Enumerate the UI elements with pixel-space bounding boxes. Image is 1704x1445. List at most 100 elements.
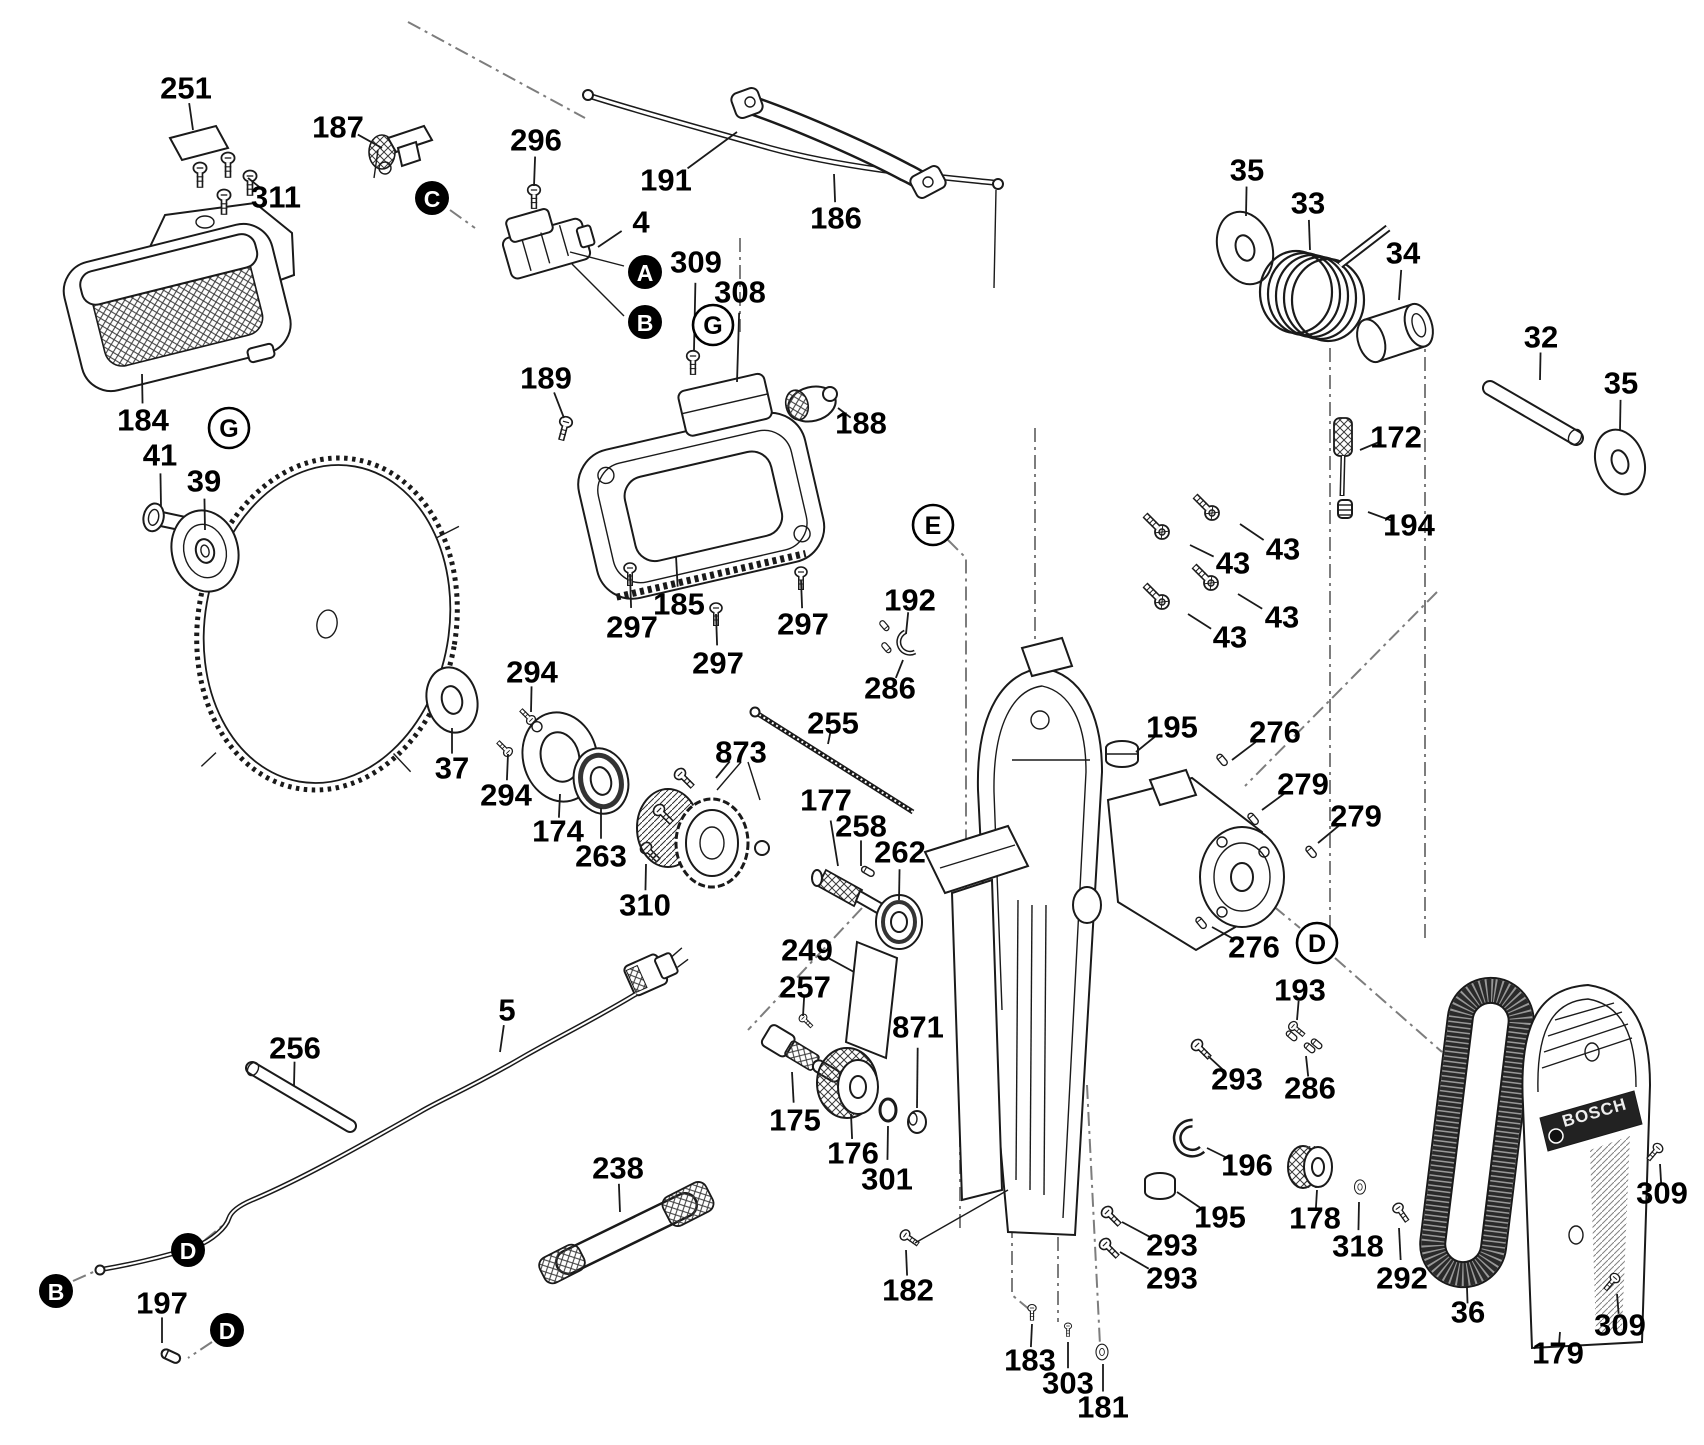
part-number-label: 293 [1146,1228,1198,1263]
leader-line [715,613,718,646]
leader-line [629,573,632,608]
part-number-label: 309 [670,245,722,280]
leader-line [1359,440,1381,451]
ref-marker-circle [628,255,662,289]
bearing-262 [875,894,923,950]
washer-35-right [1594,428,1646,496]
ref-marker-letter: A [637,260,654,286]
ref-marker-A: A [628,255,662,289]
part-number-label: 177 [800,783,852,818]
leader-line [558,793,561,818]
leader-line [905,1249,908,1276]
part-number-label: 195 [1194,1200,1246,1235]
fan-rotor-873 [636,761,770,889]
leader-line [905,612,910,635]
screw-293b [1099,1204,1124,1229]
screw-183 [1028,1305,1036,1321]
part-number-label: 301 [861,1162,913,1197]
saw-blade [194,455,460,793]
part-number-label: 32 [1524,320,1558,355]
leader-line [1245,186,1248,217]
part-number-label: 262 [874,835,926,870]
part-number-label: 297 [777,607,829,642]
leader-line [293,1061,296,1087]
nut-181 [1095,1343,1109,1361]
leader-line [687,131,738,170]
table-insert-251 [168,124,230,162]
washer-35-left [1215,210,1275,286]
part-number-label: 195 [1146,710,1198,745]
ref-marker-letter: B [48,1279,65,1305]
part-number-label: 4 [632,205,650,240]
leader-line [618,1183,621,1213]
carry-handle-184 [62,201,296,393]
leader-line [1367,511,1391,522]
part-number-label: 255 [807,706,859,741]
screw-303 [1062,1321,1074,1339]
leader-line [715,760,731,779]
part-number-label: 35 [1604,366,1638,401]
leader-line [1296,1000,1300,1021]
part-number-label: 186 [810,201,862,236]
part-number-label: 258 [835,809,887,844]
rod-255 [749,706,915,815]
spring-33 [1258,224,1391,343]
roller-178 [1287,1145,1333,1189]
part-number-label: 311 [251,180,301,215]
bolt-43b [1140,510,1172,542]
part-number-label: 263 [575,839,627,874]
part-number-label: 303 [1042,1366,1094,1401]
ref-marker-circle [911,503,955,547]
part-number-label: 33 [1291,186,1325,221]
ref-marker-letter: D [1308,930,1326,958]
thumb-screw-172 [1333,417,1353,497]
screw-257 [798,1013,815,1030]
leader-line [1308,219,1311,251]
leader-line [1616,1293,1620,1314]
ref-marker-B: B [628,305,662,339]
grommet-195-bottom [1144,1172,1176,1200]
part-number-label: 309 [1594,1308,1646,1343]
ref-marker-circle [39,1274,73,1308]
part-number-label: 194 [1383,508,1435,543]
pin-197 [159,1346,183,1366]
leader-line [827,957,855,973]
power-cord-5 [94,947,689,1276]
part-number-label: 238 [592,1151,644,1186]
part-number-label: 276 [1249,715,1301,750]
leader-line [916,1047,919,1109]
leader-line [1030,1323,1033,1348]
part-number-label: 308 [714,275,766,310]
part-number-label: 184 [117,403,169,438]
leader-line [837,407,852,419]
bolt-43a [1190,491,1222,523]
leader-line [675,555,679,587]
part-number-label: 197 [136,1286,188,1321]
leader-line [1231,741,1257,761]
part-number-label: 286 [864,671,916,706]
bolt-43d [1140,580,1172,612]
part-number-label: 310 [619,888,671,923]
bearing-263 [572,747,630,815]
leader-line [850,1113,853,1139]
clamp-187 [368,124,434,179]
ref-marker-letter: E [925,512,942,540]
leader-line [1207,1055,1225,1072]
leader-line [188,102,194,131]
leader-line [506,753,509,781]
part-number-label: 257 [779,970,831,1005]
ref-marker-circle [691,303,735,347]
part-number-label: 5 [498,993,515,1028]
part-number-label: 43 [1213,620,1247,655]
part-number-label: 172 [1370,420,1422,455]
leader-line [829,820,839,867]
part-number-label: 279 [1330,799,1382,834]
part-number-label: 296 [510,123,562,158]
motor-housing [1072,768,1285,952]
part-number-label: 43 [1216,546,1250,581]
part-number-label: 276 [1228,930,1280,965]
ref-marker-circle [1295,921,1339,965]
leader-line [1659,1163,1662,1183]
